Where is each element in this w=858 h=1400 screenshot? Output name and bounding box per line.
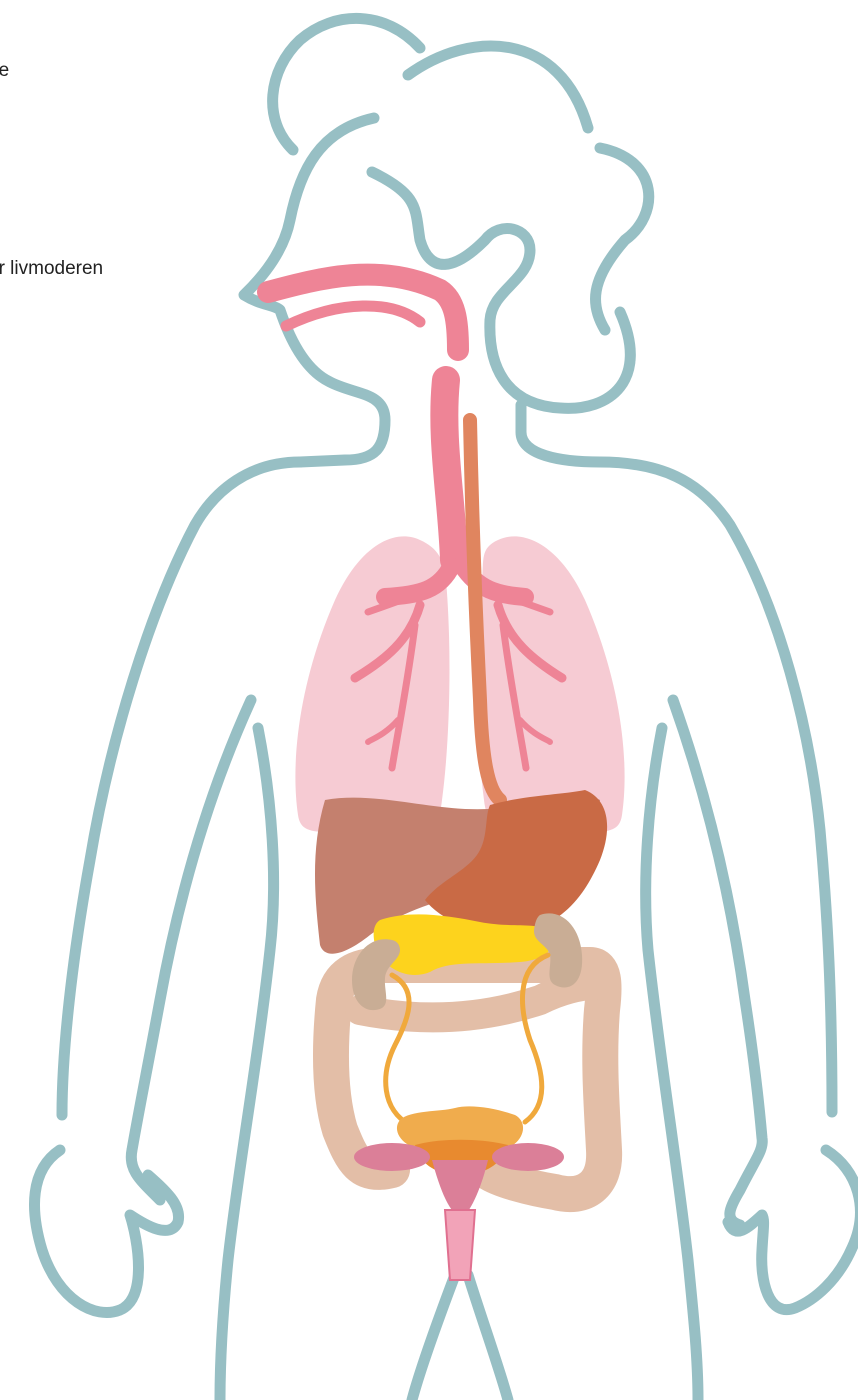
right-arm-inner (673, 700, 762, 1225)
vagina (445, 1210, 475, 1280)
hair-right-loop (408, 46, 588, 128)
large-intestine-transverse-fold (360, 985, 595, 1017)
left-ovary (354, 1143, 430, 1171)
left-torso-side (220, 728, 274, 1400)
right-torso-side (646, 728, 698, 1400)
hair-right-curl (595, 148, 648, 330)
lungs (295, 536, 624, 832)
right-lung (478, 536, 625, 832)
left-ureter (386, 975, 410, 1125)
right-ovary (492, 1143, 564, 1171)
trachea (444, 380, 454, 560)
left-arm-inner (131, 700, 251, 1200)
mouth-bottom (286, 306, 420, 326)
left-hand (35, 1150, 179, 1313)
left-leg-inner (412, 1275, 455, 1400)
right-leg-inner (468, 1275, 508, 1400)
